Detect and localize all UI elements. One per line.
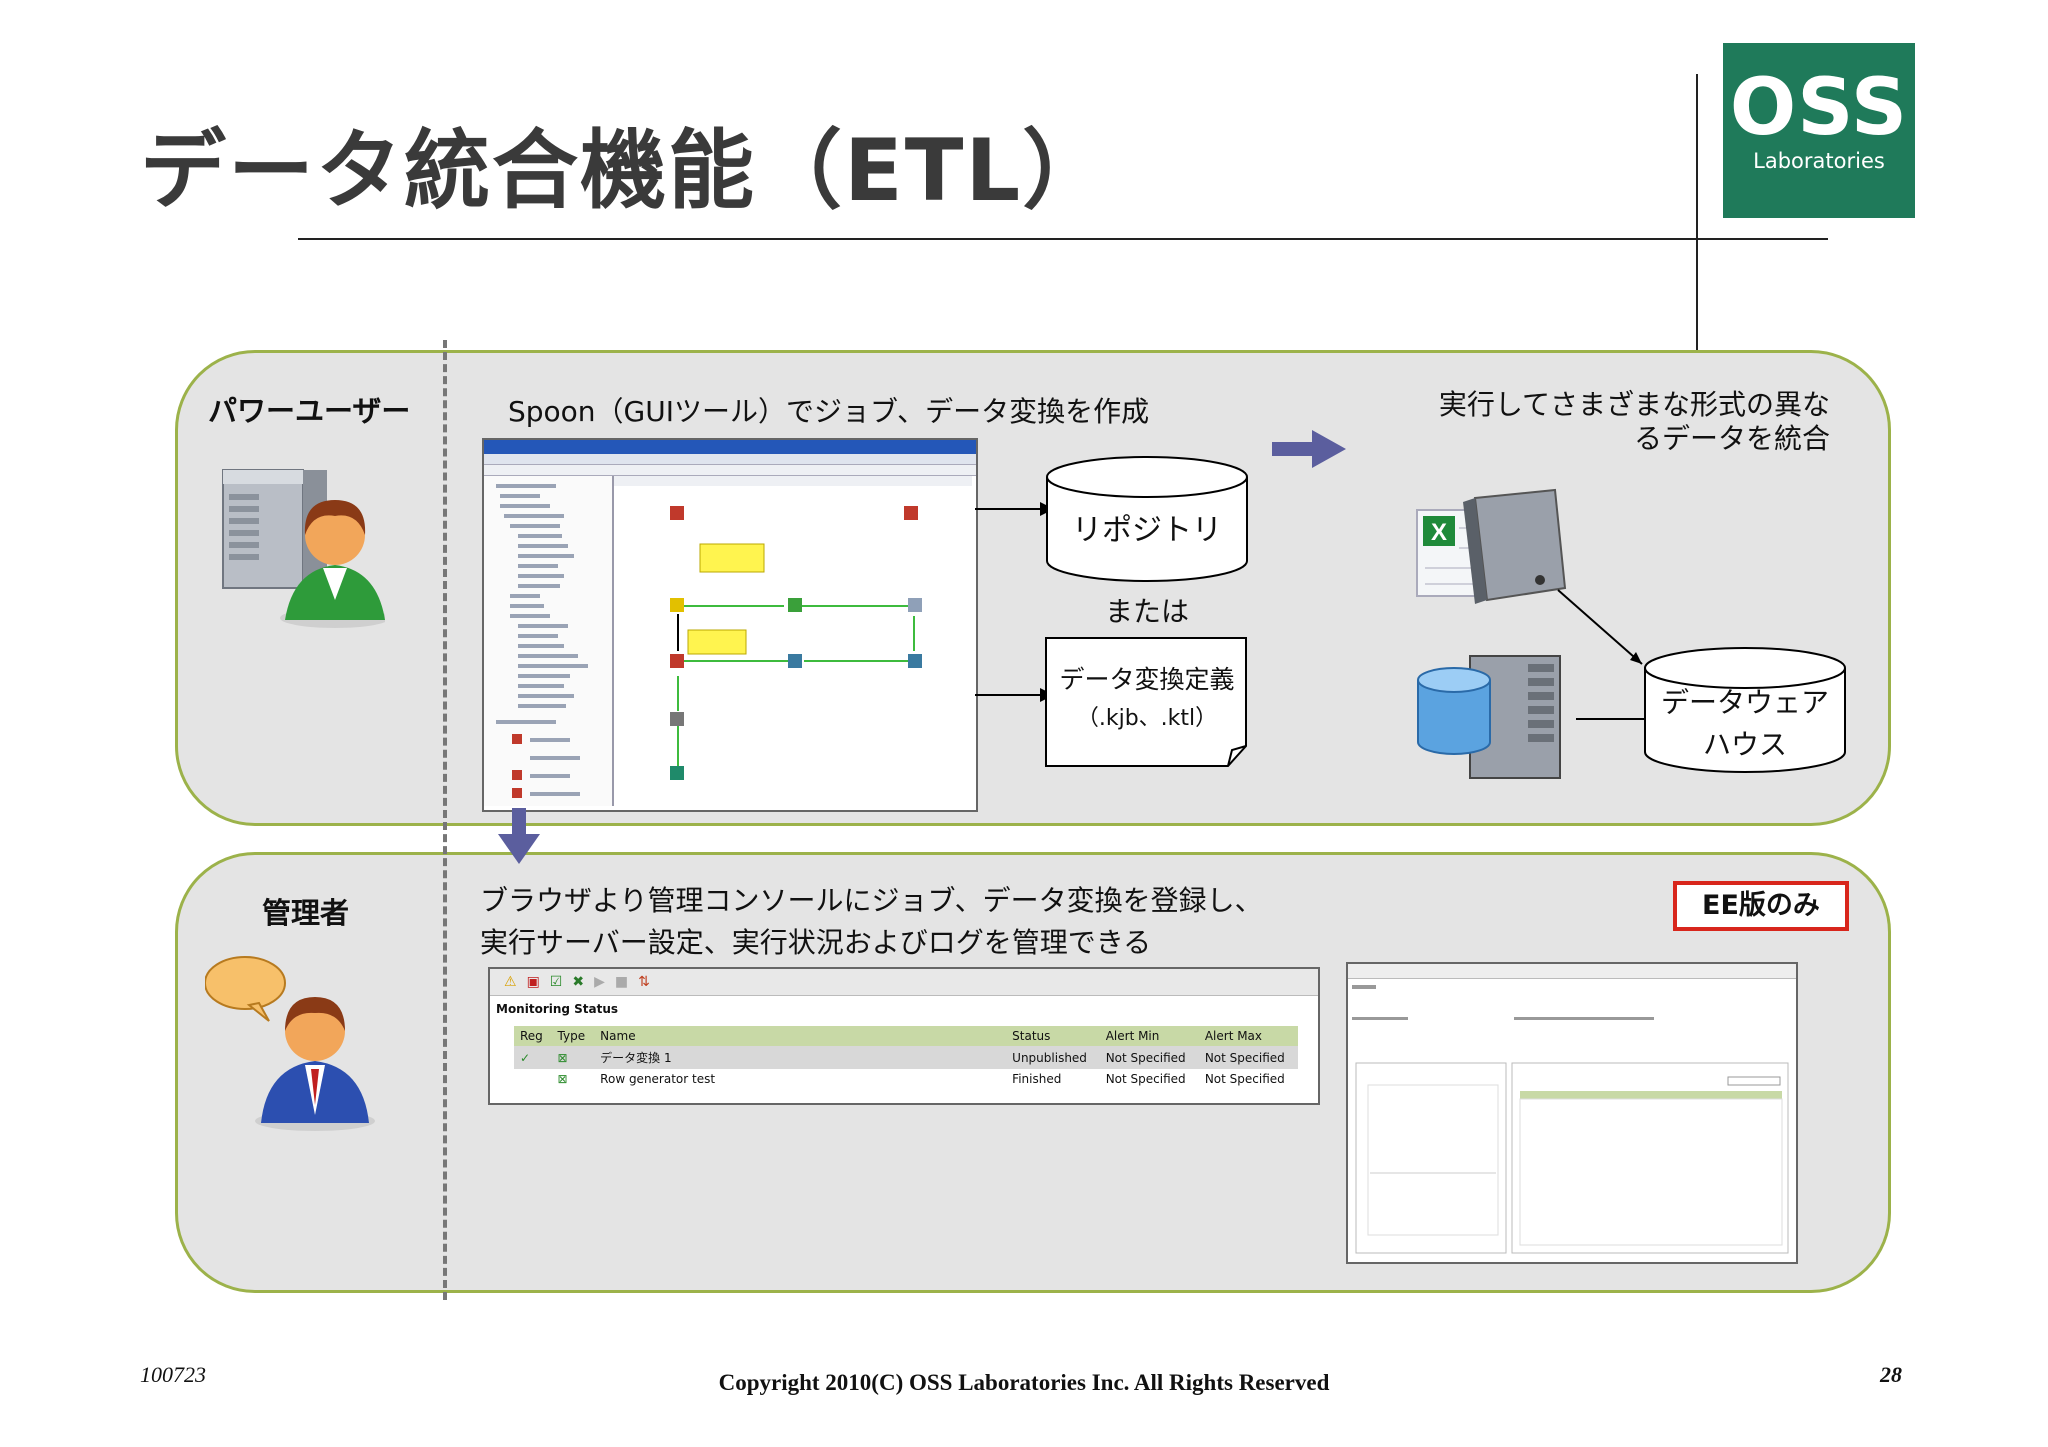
repository-label: リポジトリ: [1072, 513, 1222, 548]
power-user-panel: [175, 350, 1891, 826]
col-header: Status: [1012, 1029, 1051, 1043]
warehouse-label-line2: ハウス: [1702, 728, 1787, 761]
role-admin: 管理者: [262, 896, 350, 930]
carte-status-screenshot: [1346, 962, 1798, 1264]
alert-max-cell: Not Specified: [1204, 1050, 1285, 1065]
monitoring-table: Reg Type Name Status Alert Min Alert Max…: [514, 1026, 1298, 1089]
col-header: Alert Min: [1105, 1029, 1160, 1043]
blue-arrow-down: [498, 808, 540, 864]
spoon-tree-panel: [496, 484, 588, 798]
oss-logo: OSS Laboratories: [1723, 43, 1915, 218]
title-underline: [298, 238, 1828, 240]
status-cell: Unpublished: [1012, 1050, 1087, 1065]
repository-cylinder: [1046, 456, 1248, 582]
reg-cell: [514, 1069, 552, 1089]
admin-icon: [205, 956, 375, 1131]
arrow-to-transform-def: [975, 694, 1045, 696]
carte-status-thumbnail: [1352, 985, 1789, 1254]
excel-server-icon: X: [1416, 488, 1567, 604]
type-cell: ⊠: [557, 1072, 568, 1086]
page-title: データ統合機能（ETL）: [140, 121, 1111, 221]
delete-icon: ▣: [526, 974, 540, 990]
dashed-divider: [443, 340, 447, 1300]
warehouse-label-line1: データウェア: [1660, 686, 1829, 719]
spoon-canvas: [614, 476, 972, 780]
role-power-user: パワーユーザー: [208, 394, 411, 428]
refresh-icon: ⇅: [638, 974, 650, 990]
table-row[interactable]: ✓ ⊠ データ変換 1 Unpublished Not Specified No…: [514, 1046, 1298, 1069]
page-number: 28: [1880, 1362, 1902, 1387]
integrate-caption-line2: るデータを統合: [1633, 422, 1830, 455]
ee-only-badge: EE版のみ: [1673, 881, 1849, 931]
database-server-icon: [1417, 655, 1561, 779]
monitoring-title: Monitoring Status: [496, 1002, 619, 1016]
footer-date: 100723: [140, 1362, 206, 1387]
admin-caption-line2: 実行サーバー設定、実行状況およびログを管理できる: [480, 926, 1152, 959]
transform-def-ext: （.kjb、.ktl）: [1076, 706, 1218, 731]
name-cell: Row generator test: [600, 1072, 716, 1086]
integrate-caption-line1: 実行してさまざまな形式の異な: [1438, 388, 1830, 421]
name-cell: データ変換 1: [600, 1051, 672, 1065]
transform-def-document: [1045, 637, 1247, 767]
svg-text:X: X: [1431, 519, 1447, 546]
table-row[interactable]: ⊠ Row generator test Finished Not Specif…: [514, 1069, 1298, 1089]
play-icon: ▶: [594, 974, 605, 990]
col-header: Reg: [520, 1029, 543, 1043]
type-cell: ⊠: [557, 1050, 568, 1065]
warning-icon: ⚠: [504, 974, 517, 990]
admin-caption-line1: ブラウザより管理コンソールにジョブ、データ変換を登録し、: [480, 884, 1263, 917]
admin-caption: ブラウザより管理コンソールにジョブ、データ変換を登録し、 実行サーバー設定、実行…: [480, 880, 1263, 964]
monitoring-screenshot: ⚠ ▣ ☑ ✖ ▶ ■ ⇅ Monitoring Status Reg Type…: [488, 967, 1320, 1105]
warehouse-label: データウェア ハウス: [1642, 682, 1848, 766]
col-header: Alert Max: [1204, 1029, 1263, 1043]
logo-main: OSS: [1729, 63, 1909, 153]
alert-max-cell: Not Specified: [1204, 1072, 1285, 1086]
col-header: Name: [600, 1029, 636, 1043]
alert-min-cell: Not Specified: [1105, 1072, 1186, 1086]
footer-copyright: Copyright 2010(C) OSS Laboratories Inc. …: [718, 1370, 1330, 1395]
title-vertical-rule: [1696, 74, 1698, 354]
power-user-icon: [222, 469, 385, 628]
alert-min-cell: Not Specified: [1105, 1050, 1186, 1065]
transform-def-label: データ変換定義: [1059, 665, 1235, 694]
reg-cell: ✓: [520, 1050, 531, 1065]
check-icon: ☑: [549, 974, 563, 990]
blue-arrow-right: [1272, 430, 1346, 468]
status-cell: Finished: [1012, 1072, 1062, 1086]
spoon-screenshot: [482, 438, 978, 812]
warehouse-cylinder: [1644, 647, 1846, 773]
spoon-caption: Spoon（GUIツール）でジョブ、データ変換を作成: [508, 395, 1150, 428]
tools-icon: ✖: [572, 974, 585, 990]
arrow-to-repository: [975, 508, 1045, 510]
logo-sub: Laboratories: [1753, 149, 1885, 173]
integrate-caption: 実行してさまざまな形式の異な るデータを統合: [1400, 388, 1830, 456]
col-header: Type: [557, 1029, 586, 1043]
or-label: または: [1104, 595, 1189, 628]
stop-icon: ■: [614, 974, 629, 990]
